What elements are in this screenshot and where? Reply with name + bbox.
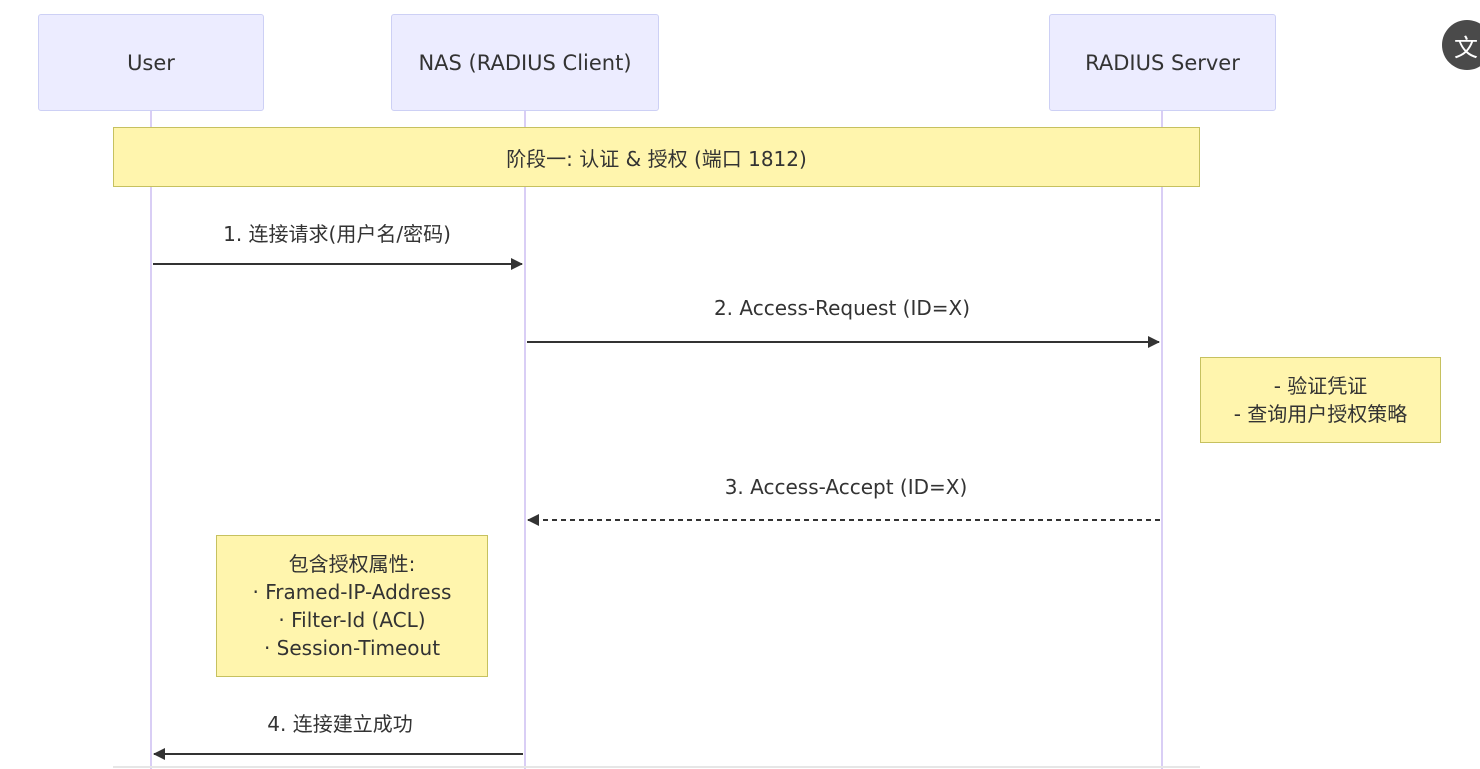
participant-radius-server: RADIUS Server bbox=[1049, 14, 1276, 111]
phase-label: 阶段一: 认证 & 授权 (端口 1812) bbox=[506, 146, 807, 171]
phase-banner: 阶段一: 认证 & 授权 (端口 1812) bbox=[113, 127, 1200, 187]
server-note-line-2: - 查询用户授权策略 bbox=[1233, 402, 1408, 426]
participant-radius-server-label: RADIUS Server bbox=[1085, 50, 1240, 75]
message-1-label: 1. 连接请求(用户名/密码) bbox=[223, 222, 451, 246]
server-note: - 验证凭证 - 查询用户授权策略 bbox=[1200, 357, 1441, 443]
attributes-note-line-1: 包含授权属性: bbox=[288, 552, 416, 576]
attributes-note: 包含授权属性: · Framed-IP-Address · Filter-Id … bbox=[216, 535, 488, 677]
message-2-label: 2. Access-Request (ID=X) bbox=[713, 296, 971, 320]
participant-nas: NAS (RADIUS Client) bbox=[391, 14, 659, 111]
translate-icon: 文 bbox=[1454, 33, 1478, 62]
attributes-note-line-3: · Filter-Id (ACL) bbox=[278, 608, 426, 632]
translate-button[interactable]: 文 bbox=[1442, 20, 1480, 70]
attributes-note-line-2: · Framed-IP-Address bbox=[252, 580, 452, 604]
participant-user-label: User bbox=[127, 50, 175, 75]
attributes-note-line-4: · Session-Timeout bbox=[263, 636, 441, 660]
message-3-label: 3. Access-Accept (ID=X) bbox=[724, 475, 968, 499]
participant-user: User bbox=[38, 14, 264, 111]
participant-nas-label: NAS (RADIUS Client) bbox=[418, 50, 632, 75]
server-note-line-1: - 验证凭证 bbox=[1273, 374, 1368, 398]
message-4-label: 4. 连接建立成功 bbox=[267, 712, 413, 736]
